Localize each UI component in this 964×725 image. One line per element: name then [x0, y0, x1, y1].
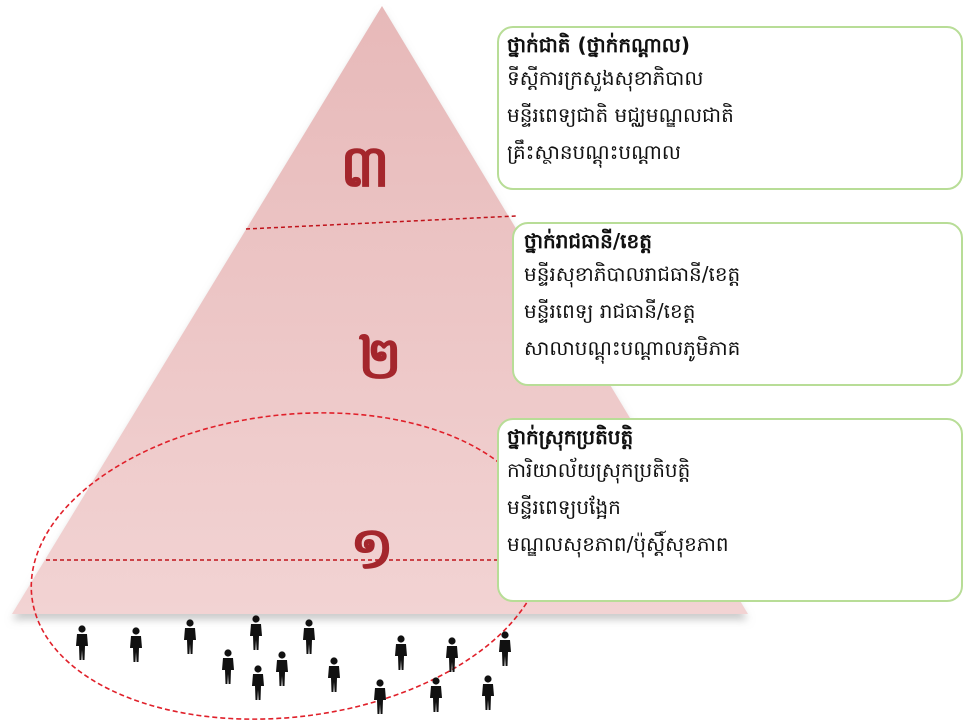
level-numeral-1: ១	[350, 514, 394, 582]
level-3-line-3: គ្រឹះស្ថានបណ្តុះបណ្តាល	[507, 140, 681, 164]
level-3-title: ថ្នាក់ជាតិ (ថ្នាក់កណ្តាល)	[507, 33, 690, 57]
person-icon	[430, 677, 442, 712]
level-2-title: ថ្នាក់រាជធានី/ខេត្ត	[524, 229, 652, 253]
person-icon	[222, 649, 234, 684]
people-group	[76, 615, 511, 714]
level-3-card: ថ្នាក់ជាតិ (ថ្នាក់កណ្តាល) ទីស្តីការក្រសួ…	[497, 26, 963, 190]
person-icon	[250, 615, 262, 650]
person-icon	[276, 651, 288, 686]
level-numeral-3: ៣	[340, 132, 390, 200]
level-3-line-2: មន្ទីរពេទ្យជាតិ មជ្ឈមណ្ឌលជាតិ	[507, 103, 734, 127]
level-numeral-2: ២	[358, 324, 402, 392]
person-icon	[252, 665, 264, 700]
person-icon	[446, 637, 458, 672]
level-1-line-1: ការិយាល័យស្រុកប្រតិបត្តិ	[507, 458, 691, 482]
person-icon	[303, 619, 315, 654]
divider-level-3	[245, 215, 517, 230]
person-icon	[184, 619, 196, 654]
level-2-line-3: សាលាបណ្តុះបណ្តាលភូមិភាគ	[524, 336, 741, 360]
level-2-line-2: មន្ទីរពេទ្យ រាជធានី/ខេត្ត	[524, 299, 696, 323]
level-1-line-2: មន្ទីរពេទ្យបង្អែក	[507, 495, 621, 519]
level-1-card: ថ្នាក់ស្រុកប្រតិបត្តិ ការិយាល័យស្រុកប្រត…	[497, 418, 963, 602]
person-icon	[499, 631, 511, 666]
person-icon	[395, 635, 407, 670]
person-icon	[130, 627, 142, 662]
level-1-title: ថ្នាក់ស្រុកប្រតិបត្តិ	[507, 425, 634, 449]
level-1-line-3: មណ្ឌលសុខភាព/ប៉ុស្តិ៍សុខភាព	[507, 532, 729, 556]
person-icon	[328, 657, 340, 692]
level-2-line-1: មន្ទីរសុខាភិបាលរាជធានី/ខេត្ត	[524, 262, 741, 286]
person-icon	[76, 625, 88, 660]
person-icon	[374, 679, 386, 714]
level-3-line-1: ទីស្តីការក្រសួងសុខាភិបាល	[507, 66, 704, 90]
person-icon	[482, 675, 494, 710]
level-2-card: ថ្នាក់រាជធានី/ខេត្ត មន្ទីរសុខាភិបាលរាជធា…	[512, 222, 963, 386]
